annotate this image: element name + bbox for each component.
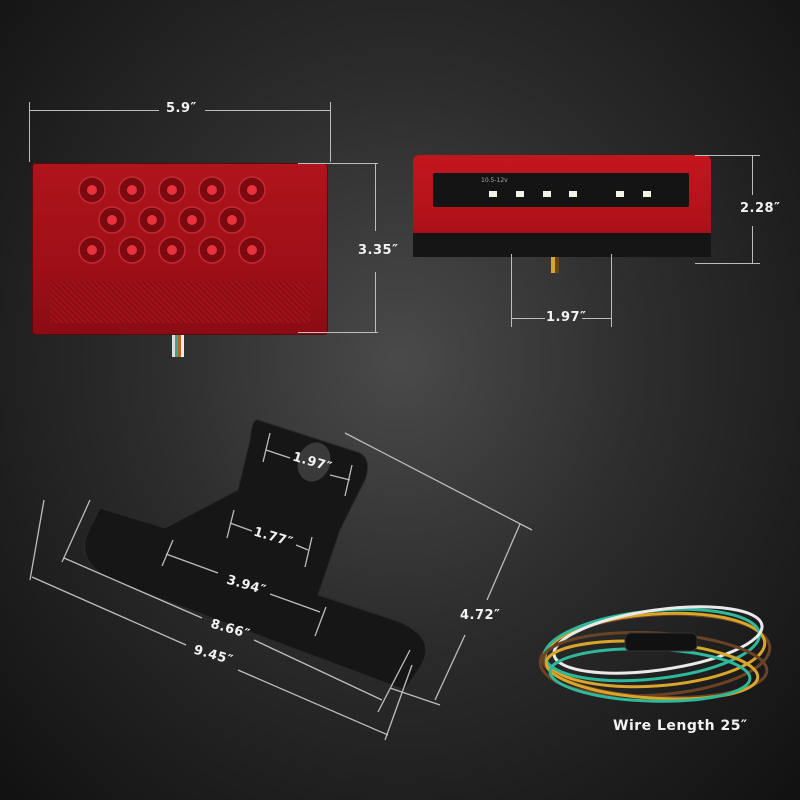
dim-line (205, 110, 330, 111)
dim-line (611, 254, 612, 327)
bracket-height-label: 4.72″ (460, 608, 501, 623)
front-width-label: 5.9″ (166, 101, 197, 116)
wire-stub-side (551, 257, 559, 273)
dim-line (29, 102, 30, 162)
white-led (516, 191, 524, 197)
dim-line (298, 332, 378, 333)
front-height-label: 3.35″ (358, 243, 399, 258)
wire-length-caption: Wire Length 25″ (613, 718, 748, 734)
dim-line (511, 254, 512, 327)
wire-stub (172, 335, 184, 357)
dim-line (752, 155, 753, 195)
dim-line (511, 318, 545, 319)
dim-line (29, 110, 159, 111)
dim-line (695, 263, 760, 264)
white-led (543, 191, 551, 197)
dim-line (330, 102, 331, 162)
white-led (489, 191, 497, 197)
pcb-voltage-text: 10.5-12v (481, 177, 508, 184)
side-height-label: 2.28″ (740, 201, 781, 216)
dim-line (375, 163, 376, 231)
dim-line (752, 226, 753, 263)
mount-spacing-label: 1.97″ (546, 310, 587, 325)
dim-line (298, 163, 378, 164)
front-tail-light (32, 163, 328, 335)
dim-line (695, 155, 760, 156)
led-array (72, 175, 292, 275)
white-led (569, 191, 577, 197)
pcb-board: 10.5-12v (433, 173, 689, 207)
wire-connector (624, 632, 698, 652)
dim-line (375, 272, 376, 332)
reflector-strip (50, 281, 310, 323)
white-led (616, 191, 624, 197)
side-tail-light: 10.5-12v (413, 155, 711, 257)
dim-line (582, 318, 612, 319)
base-housing (413, 233, 711, 257)
white-led (643, 191, 651, 197)
